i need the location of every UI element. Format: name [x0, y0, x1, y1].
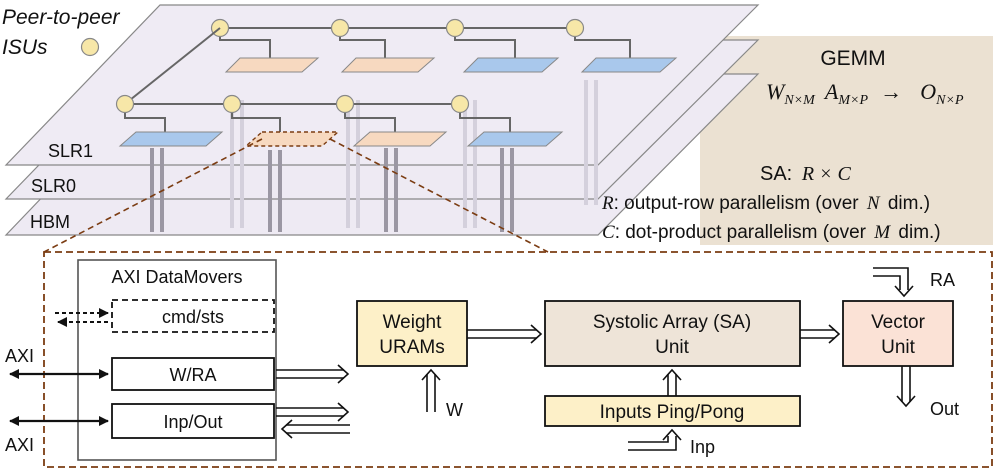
bus-arrows	[276, 267, 916, 451]
isu-node	[115, 94, 135, 114]
weight-label-1: Weight	[383, 312, 443, 333]
isu-node	[445, 18, 465, 38]
sa-dims: SA: R × C	[760, 163, 852, 185]
label-hbm: HBM	[30, 212, 70, 232]
sa-r-description: R: output-row parallelism (over N dim.)	[601, 193, 930, 214]
pe-back-1	[224, 57, 320, 73]
pe-front-1	[118, 131, 224, 147]
pe-back-4	[580, 57, 678, 73]
pe-front-3	[352, 131, 448, 147]
axi-datamovers-title: AXI DataMovers	[111, 267, 242, 287]
sa-c-description: C: dot-product parallelism (over M dim.)	[602, 222, 941, 243]
sa-label-2: Unit	[655, 337, 690, 358]
systolic-array-box	[544, 300, 801, 367]
isu-node	[330, 18, 350, 38]
label-inp: Inp	[690, 437, 715, 457]
label-w-input: W	[446, 400, 463, 420]
pe-back-3	[462, 57, 560, 73]
inp-out-label: Inp/Out	[163, 412, 222, 432]
inp-out-box	[111, 403, 275, 439]
label-ra: RA	[930, 270, 955, 290]
isu-node	[335, 94, 355, 114]
isu-node	[450, 94, 470, 114]
axi-datamovers-box	[77, 259, 277, 461]
vector-unit-box	[842, 300, 954, 367]
vector-label-1: Vector	[871, 312, 926, 333]
axi-label-bottom: AXI	[5, 435, 34, 455]
weight-urams-box	[356, 300, 468, 367]
legend-line2: ISUs	[2, 36, 48, 59]
legend-line1: Peer-to-peer	[2, 6, 121, 29]
dark-pillars	[150, 148, 514, 232]
vector-label-2: Unit	[881, 337, 916, 358]
inputs-pingpong-box	[544, 395, 801, 427]
label-slr1: SLR1	[48, 141, 93, 161]
axi-label-top: AXI	[5, 346, 34, 366]
sa-label-1: Systolic Array (SA)	[593, 312, 751, 333]
wra-box	[111, 357, 275, 391]
isu-node	[565, 18, 585, 38]
weight-label-2: URAMs	[379, 337, 444, 358]
gemm-title: GEMM	[820, 47, 885, 70]
callout-line-left	[43, 138, 263, 253]
gemm-equation: WN×M AM×P → ON×P	[766, 79, 964, 109]
isu-legend-icon	[80, 37, 100, 57]
pe-front-4	[466, 131, 564, 147]
label-slr0: SLR0	[31, 176, 76, 196]
label-out: Out	[930, 399, 959, 419]
wra-label: W/RA	[170, 365, 217, 385]
cmd-sts-box	[111, 299, 275, 333]
pe-front-2	[244, 131, 340, 147]
isu-detail-box	[43, 251, 993, 468]
cmd-sts-label: cmd/sts	[162, 307, 224, 327]
callout-line-right	[329, 138, 549, 253]
gemm-panel	[700, 36, 993, 245]
pingpong-label: Inputs Ping/Pong	[600, 402, 745, 423]
isu-node	[222, 94, 242, 114]
light-pillars	[230, 80, 598, 228]
pe-back-2	[340, 57, 436, 73]
